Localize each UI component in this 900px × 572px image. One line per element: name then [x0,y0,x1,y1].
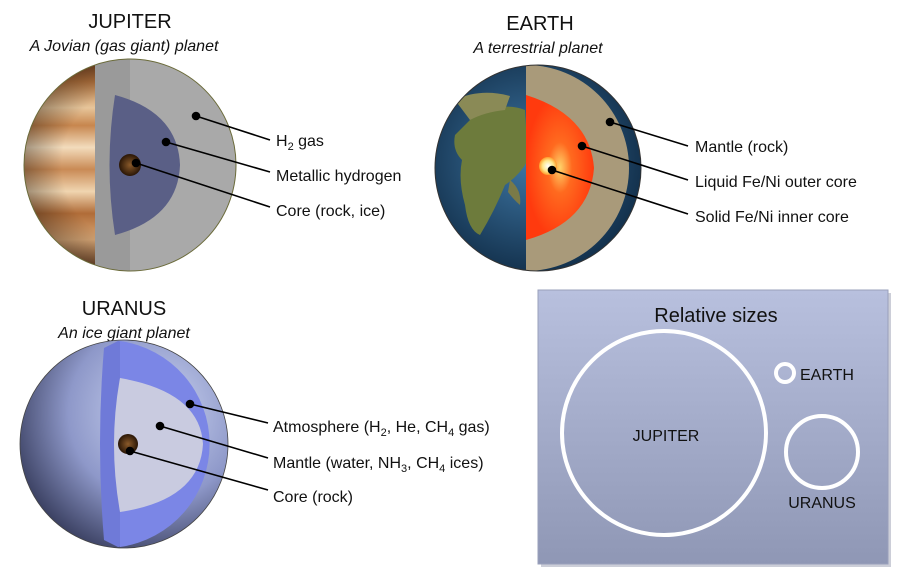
uranus-section: URANUS An ice giant planet Atmosphere (H… [19,298,490,549]
relative-sizes-panel: Relative sizes JUPITER EARTH URANUS [537,289,891,567]
uranus-title: URANUS [82,298,166,320]
earth-label-outer-core: Liquid Fe/Ni outer core [695,174,857,191]
earth-europe [455,92,510,120]
uranus-label-core: Core (rock) [273,489,353,506]
uranus-subtitle: An ice giant planet [57,325,190,342]
jupiter-title: JUPITER [88,11,171,33]
earth-label-mantle: Mantle (rock) [695,139,788,156]
earth-madagascar [508,180,521,205]
uranus-label-atmosphere: Atmosphere (H2, He, CH4 gas) [273,419,490,439]
jupiter-label-core: Core (rock, ice) [276,203,385,220]
uranus-label-mantle: Mantle (water, NH3, CH4 ices) [273,455,484,475]
relative-size-earth-circle [774,362,796,384]
earth-leaders [547,117,689,215]
jupiter-subtitle: A Jovian (gas giant) planet [29,38,219,55]
earth-africa [454,106,528,236]
uranus-outline [19,339,229,549]
earth-section: EARTH A terrestrial planet Mantle (rock)… [434,13,857,272]
uranus-mantle-layer [114,378,203,512]
relative-size-earth-label: EARTH [800,367,854,384]
earth-title: EARTH [506,13,573,35]
jupiter-label-h2-gas: H2 gas [276,133,324,153]
earth-subtitle: A terrestrial planet [472,40,603,57]
relative-size-jupiter-circle [560,329,768,537]
uranus-leaders [125,399,269,491]
jupiter-h2-layer [130,59,236,271]
jupiter-globe [24,59,236,271]
earth-outer-core-layer [526,95,594,240]
jupiter-metallic-layer [109,95,180,235]
jupiter-label-metallic: Metallic hydrogen [276,168,401,185]
relative-size-uranus-circle [784,414,860,490]
relative-size-uranus-label: URANUS [788,495,856,512]
earth-label-inner-core: Solid Fe/Ni inner core [695,209,849,226]
relative-size-jupiter-label: JUPITER [633,428,700,445]
jupiter-leaders [131,111,271,208]
uranus-globe [20,340,228,548]
earth-outline [434,64,642,272]
jupiter-outline [23,58,237,272]
relative-sizes-title: Relative sizes [654,305,777,327]
jupiter-section: JUPITER A Jovian (gas giant) planet H2 g… [23,11,401,272]
earth-globe [435,65,641,271]
